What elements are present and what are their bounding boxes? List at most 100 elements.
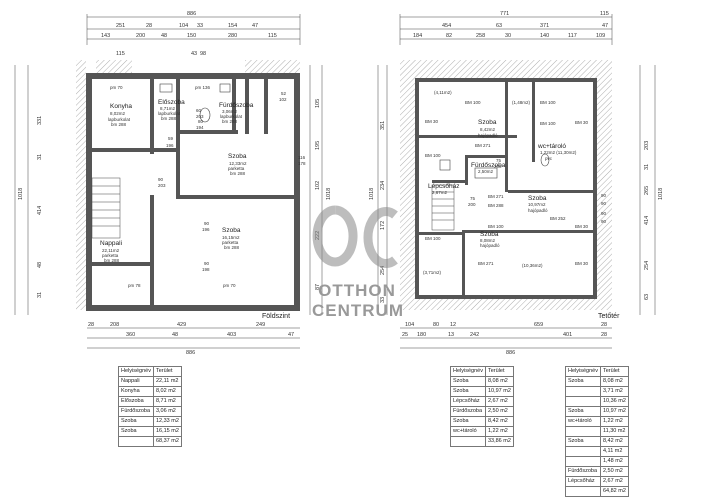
svg-text:Szoba: Szoba (228, 153, 247, 160)
svg-text:BM 100: BM 100 (465, 100, 481, 105)
table-row: 4,11 m2 (565, 446, 629, 457)
svg-text:429: 429 (177, 322, 186, 328)
svg-text:47: 47 (252, 23, 258, 29)
svg-text:lapburkolat: lapburkolat (108, 117, 131, 122)
svg-text:82: 82 (446, 33, 452, 39)
svg-text:401: 401 (563, 332, 572, 338)
svg-text:8,42m2: 8,42m2 (480, 127, 496, 132)
svg-text:331: 331 (37, 116, 43, 125)
table-header-cell: Helyiségnév (565, 366, 601, 377)
svg-text:249: 249 (256, 322, 265, 328)
svg-text:BM 100: BM 100 (488, 224, 504, 229)
svg-text:BM 100: BM 100 (540, 100, 556, 105)
svg-text:2,50m2: 2,50m2 (478, 169, 494, 174)
gf-hatch-top (245, 60, 300, 73)
svg-text:102: 102 (315, 181, 321, 190)
svg-text:140: 140 (540, 33, 549, 39)
table-total-row: 68,37 m2 (118, 436, 182, 447)
svg-text:104: 104 (405, 322, 414, 328)
svg-text:bm 288: bm 288 (224, 245, 240, 250)
svg-text:31: 31 (37, 154, 43, 160)
svg-text:194: 194 (196, 125, 204, 130)
svg-text:22,11m2: 22,11m2 (102, 248, 120, 253)
gf-floor-label: Földszint (262, 313, 290, 320)
svg-text:pm 70: pm 70 (110, 85, 123, 90)
svg-text:109: 109 (596, 33, 605, 39)
svg-text:403: 403 (227, 332, 236, 338)
svg-text:28: 28 (146, 23, 152, 29)
gf-stairs (91, 177, 121, 239)
table-row: 1,48 m2 (565, 456, 629, 467)
table-header-cell: Terület (599, 366, 629, 377)
at-stairs (431, 184, 455, 231)
svg-text:BM 100: BM 100 (540, 121, 556, 126)
svg-text:(1,48m2): (1,48m2) (512, 100, 531, 105)
watermark-line1: OTTHON (318, 281, 396, 300)
svg-text:BM 271: BM 271 (475, 143, 491, 148)
gf-room-furdoszoba: Fürdőszoba 3,06m2 lapburkolat bm 288 (219, 102, 254, 124)
svg-text:parketta: parketta (228, 166, 245, 171)
at-right-total: 1018 (658, 188, 664, 200)
svg-text:59: 59 (168, 136, 174, 141)
svg-text:87: 87 (315, 284, 321, 290)
svg-text:98: 98 (200, 51, 206, 57)
svg-text:196: 196 (166, 143, 174, 148)
svg-text:203: 203 (158, 183, 166, 188)
gf-left-total: 1018 (18, 188, 24, 200)
svg-text:90: 90 (601, 211, 607, 216)
svg-text:200: 200 (468, 202, 476, 207)
svg-text:Előszoba: Előszoba (158, 99, 185, 106)
svg-text:242: 242 (470, 332, 479, 338)
at-bottom-dims-2: 25 180 13 242 401 28 (402, 332, 607, 338)
at-bottom-total: 886 (506, 350, 515, 356)
svg-text:454: 454 (442, 23, 451, 29)
svg-text:lapburkolat: lapburkolat (158, 111, 181, 116)
svg-text:BM 30: BM 30 (425, 119, 439, 124)
svg-text:Nappali: Nappali (100, 240, 122, 247)
gf-bottom-dims-1: 28 208 429 249 (88, 322, 265, 328)
at-bottom-dims-1: 104 80 12 659 28 (405, 322, 607, 328)
svg-text:143: 143 (101, 33, 110, 39)
otthon-centrum-logo-mark (312, 205, 398, 268)
svg-text:200: 200 (494, 164, 502, 169)
svg-text:90: 90 (601, 201, 607, 206)
svg-text:bm 288: bm 288 (161, 116, 177, 121)
svg-text:pm 78: pm 78 (128, 283, 141, 288)
svg-text:bm 288: bm 288 (111, 122, 127, 127)
svg-text:28: 28 (88, 322, 94, 328)
at-top-dims-2: 184 82 258 30 140 117 109 (413, 33, 605, 39)
svg-text:258: 258 (476, 33, 485, 39)
svg-text:BM 271: BM 271 (478, 261, 494, 266)
svg-text:Fürdőszoba: Fürdőszoba (219, 102, 254, 109)
svg-text:lapburkolat: lapburkolat (220, 114, 243, 119)
watermark: OTTHON CENTRUM (312, 281, 403, 321)
svg-text:Konyha: Konyha (110, 103, 132, 110)
svg-text:195: 195 (315, 141, 321, 150)
svg-text:208: 208 (110, 322, 119, 328)
gf-walls (86, 73, 300, 311)
gf-hatch-top-left (96, 60, 132, 73)
svg-text:BM 100: BM 100 (425, 153, 441, 158)
at-walls (415, 78, 597, 299)
svg-text:25: 25 (402, 332, 408, 338)
svg-text:75: 75 (496, 158, 502, 163)
svg-text:wc+tároló: wc+tároló (537, 143, 566, 150)
svg-text:BM 100: BM 100 (425, 236, 441, 241)
svg-text:10,97m2: 10,97m2 (528, 202, 546, 207)
svg-text:8,08m2: 8,08m2 (480, 238, 496, 243)
at-top-dims-1: 454 63 371 47 (442, 23, 608, 29)
svg-text:BM 252: BM 252 (550, 216, 566, 221)
gf-room-nappali: Nappali 22,11m2 parketta bm 288 (100, 240, 122, 263)
